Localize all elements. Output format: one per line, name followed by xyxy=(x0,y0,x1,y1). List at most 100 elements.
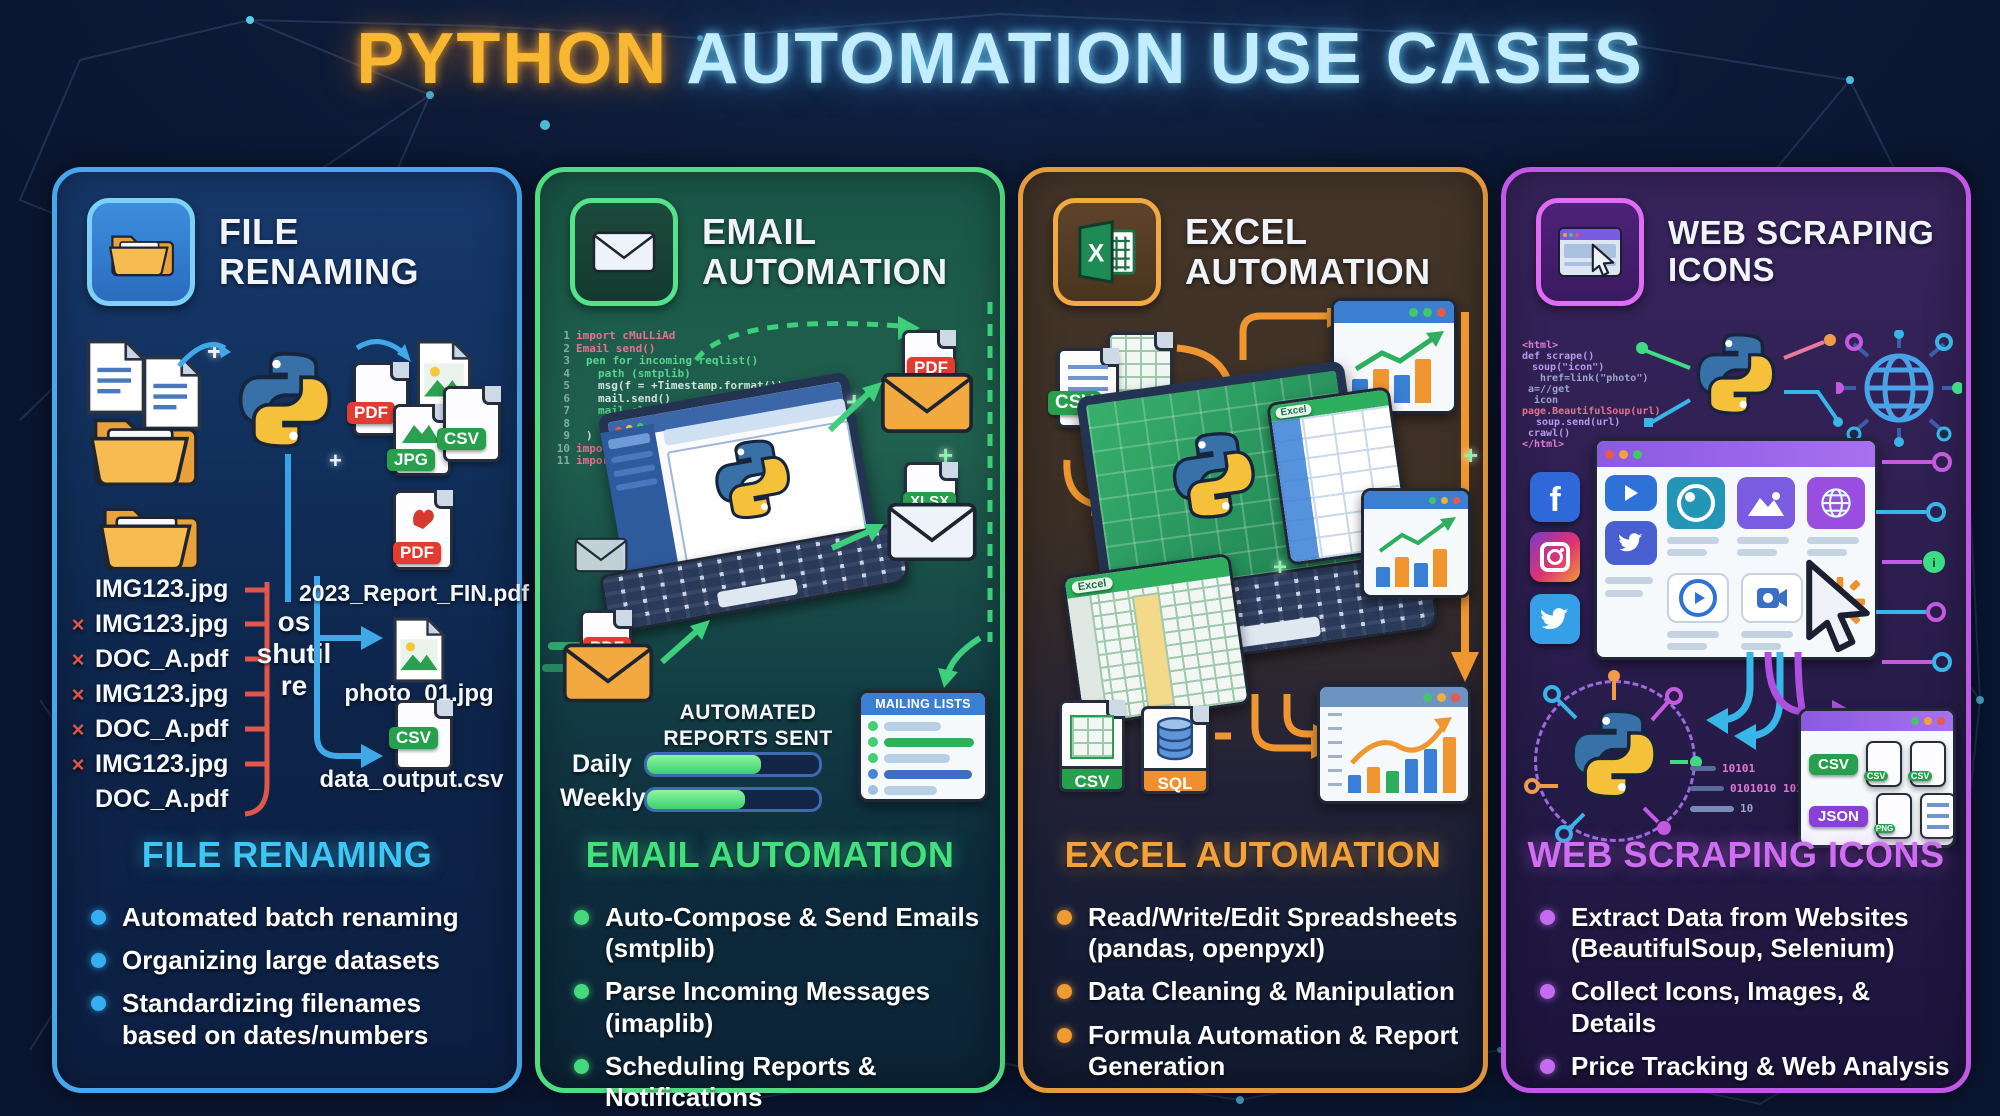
play-circle-tile-icon xyxy=(1667,573,1729,623)
bullet-dot xyxy=(574,984,589,1000)
bullet-list: Read/Write/Edit Spreadsheets (pandas, op… xyxy=(1057,902,1467,1094)
bullet-dot xyxy=(574,910,589,925)
excel-automation-illustration: CSV + Exc xyxy=(1023,172,1483,1088)
bullet-text: Read/Write/Edit Spreadsheets (pandas, op… xyxy=(1088,902,1458,964)
facebook-icon: f xyxy=(1530,472,1580,522)
bullet-dot xyxy=(1057,984,1072,1000)
file-row: IMG123.jpg xyxy=(69,572,237,607)
folder-app-icon xyxy=(87,198,195,306)
python-logo xyxy=(1692,330,1780,418)
bullet-item: Formula Automation & Report Generation xyxy=(1057,1020,1467,1082)
csv-file-icon: CSV xyxy=(437,386,501,462)
export-files-window: CSV CSV CSV JSON PNG xyxy=(1798,708,1956,848)
csv-output-icon: CSV xyxy=(389,700,453,770)
icon-grid-row1 xyxy=(1667,477,1867,556)
bullet-item: Price Tracking & Web Analysis xyxy=(1540,1051,1950,1082)
bullet-text: Collect Icons, Images, & Details xyxy=(1571,976,1871,1038)
schedule-weekly-label: Weekly xyxy=(560,784,646,812)
blue-arrows xyxy=(1706,652,1784,750)
sparkle-icon: + xyxy=(1463,440,1479,470)
bullet-dot xyxy=(1057,1027,1072,1043)
python-logo xyxy=(1162,423,1266,527)
web-scraping-app-icon xyxy=(1536,198,1644,306)
green-dash xyxy=(542,664,582,672)
circuit-column: i xyxy=(1876,452,1952,672)
file-row: × IMG123.jpg xyxy=(69,747,237,782)
chart-window xyxy=(1361,488,1471,598)
excel-app-icon xyxy=(1053,198,1161,306)
bullet-item: Automated batch renaming xyxy=(91,902,501,933)
envelope-icon xyxy=(574,536,628,574)
bullet-dot xyxy=(91,996,106,1012)
section-title: WEB SCRAPING ICONS xyxy=(1527,834,1945,875)
card-header: EXCEL AUTOMATION xyxy=(1053,198,1469,306)
green-arrow xyxy=(830,524,884,551)
mailing-list-row xyxy=(868,785,978,795)
mailing-list-row xyxy=(868,769,978,779)
dashed-line xyxy=(987,302,993,642)
card-title-line2: AUTOMATION xyxy=(702,251,948,292)
card-title-line2: RENAMING xyxy=(219,251,419,292)
card-title: WEB SCRAPING ICONS xyxy=(1668,214,1935,289)
bullet-dot xyxy=(1540,910,1555,925)
twitter-tile-icon xyxy=(1605,521,1657,565)
bullet-text: Organizing large datasets xyxy=(122,945,440,976)
dashed-arrow xyxy=(693,316,920,362)
photo-output-icon xyxy=(391,616,447,684)
pdf-badge: PDF xyxy=(347,402,395,424)
csv-export-row: CSV CSV CSV xyxy=(1809,741,1946,787)
jpg-badge: JPG xyxy=(387,449,436,471)
card-title-line1: EMAIL xyxy=(702,210,817,252)
lib-os: os xyxy=(277,606,311,637)
green-curved-arrow xyxy=(938,635,982,688)
bullet-item: Auto-Compose & Send Emails (smtplib) xyxy=(574,902,984,964)
green-arrow xyxy=(827,382,882,433)
file-row: × IMG123.jpg xyxy=(69,607,237,642)
file-renaming-illustration: + + PDF JPG CSV IMG123.jpg xyxy=(57,172,529,1088)
csv-strip-badge: CSV xyxy=(1059,766,1125,792)
json-chip: JSON xyxy=(1809,805,1868,827)
bullet-item: Data Cleaning & Manipulation xyxy=(1057,976,1467,1007)
bullet-dot xyxy=(91,953,106,969)
file-row: × IMG123.jpg xyxy=(69,677,237,712)
bullet-list: Automated batch renaming Organizing larg… xyxy=(91,902,501,1063)
section-title: EMAIL AUTOMATION xyxy=(585,834,955,875)
card-title-line1: WEB SCRAPING xyxy=(1668,214,1935,252)
card-title-line1: FILE xyxy=(219,210,299,252)
bullet-dot xyxy=(1540,984,1555,1000)
bullet-text: Scheduling Reports & Notifications xyxy=(605,1050,877,1112)
cursor-icon xyxy=(1802,558,1874,654)
browser-left-rail xyxy=(1605,475,1657,597)
csv-file-icon: CSV xyxy=(1059,700,1125,792)
bullet-dot xyxy=(91,910,106,925)
twitter-icon xyxy=(1530,594,1580,644)
svg-text:i: i xyxy=(1932,556,1935,570)
csv-chip: CSV xyxy=(1809,753,1858,775)
green-arrow xyxy=(660,620,710,665)
python-logo xyxy=(233,348,337,452)
instagram-icon xyxy=(1530,532,1580,582)
hub-nodes xyxy=(1524,670,1702,843)
pdf-badge: PDF xyxy=(393,542,441,564)
mailing-lists-title: MAILING LISTS xyxy=(875,697,971,711)
bullet-item: Scheduling Reports & Notifications xyxy=(574,1051,984,1113)
file-name: DOC_A.pdf xyxy=(95,785,229,813)
mailing-lists-panel: MAILING LISTS xyxy=(858,690,988,802)
mailing-list-rows xyxy=(861,721,985,795)
image-tile-icon xyxy=(1737,477,1795,529)
card-excel-automation: EXCEL AUTOMATION CSV + xyxy=(1018,167,1488,1093)
email-app-icon xyxy=(570,198,678,306)
envelope-icon xyxy=(880,372,974,434)
csv-badge: CSV xyxy=(1863,771,1889,781)
bullet-item: Collect Icons, Images, & Details xyxy=(1540,976,1950,1038)
bullet-list: Auto-Compose & Send Emails (smtplib) Par… xyxy=(574,902,984,1116)
weekly-progress-bar xyxy=(644,787,822,812)
bullet-text: Formula Automation & Report Generation xyxy=(1088,1019,1459,1081)
blue-connector xyxy=(314,576,383,768)
file-name: IMG123.jpg xyxy=(95,610,229,638)
section-title: EXCEL AUTOMATION xyxy=(1064,834,1442,875)
card-header: WEB SCRAPING ICONS xyxy=(1536,198,1952,306)
schedule-daily-label: Daily xyxy=(572,750,632,778)
